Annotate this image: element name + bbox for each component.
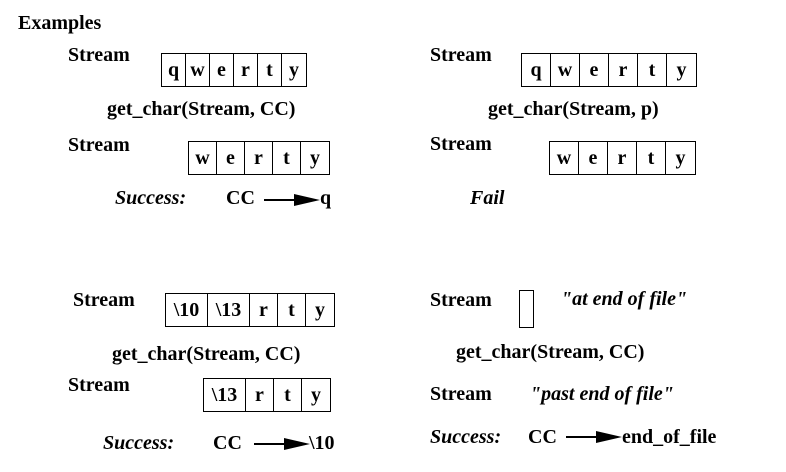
stream-cell: r [609,54,638,86]
stream-cell: y [289,58,299,81]
stream-label-3b: Stream [68,374,130,396]
note-past-end: "past end of file" [530,383,674,405]
stream-cell: t [638,54,667,86]
call-3: get_char(Stream, CC) [112,343,301,365]
stream-cell: q [162,54,186,86]
status-4: Success: [430,426,502,448]
stream-cell: y [675,146,686,169]
arrow-icon-4 [566,431,622,443]
stream-cell: w [551,54,580,86]
stream-cell: e [217,142,245,174]
stream-cell: y [311,383,321,406]
var-3: CC [213,432,242,454]
stream-cell: w [189,142,217,174]
stream-cell: t [258,54,282,86]
call-1: get_char(Stream, CC) [107,98,296,120]
stream-label-2a: Stream [430,44,492,66]
stream-label-3a: Stream [73,289,135,311]
empty-stream-box [519,290,534,328]
stream-cell: r [234,54,258,86]
stream-cell: t [274,379,302,411]
stream-cell: w [550,142,579,174]
stream-cell: \13 [204,379,246,411]
status-3: Success: [103,432,175,454]
result-3: \10 [309,432,335,454]
stream-cell: r [246,379,274,411]
arrow-icon-3 [254,438,310,450]
result-4: end_of_file [622,426,717,448]
stream-cell: w [186,54,210,86]
stream-cell: t [273,142,301,174]
stream-cell: t [637,142,666,174]
note-at-end: "at end of file" [561,288,688,310]
stream-label-4b: Stream [430,383,492,405]
arrow-icon-1 [264,194,320,206]
stream-label-2b: Stream [430,133,492,155]
stream-cell: \10 [166,294,208,326]
stream-label-1b: Stream [68,134,130,156]
stream-cell: \13 [208,294,250,326]
stream-cell: e [210,54,234,86]
stream-cell: y [676,58,687,81]
stream-cell: e [580,54,609,86]
stream-cell: r [245,142,273,174]
stream-cell: y [310,146,320,169]
stream-cell: t [278,294,306,326]
call-4: get_char(Stream, CC) [456,341,645,363]
stream-cell: r [608,142,637,174]
stream-cell: e [579,142,608,174]
stream-label-1a: Stream [68,44,130,66]
stream-label-4a: Stream [430,289,492,311]
status-2: Fail [470,187,505,209]
stream-cell: r [250,294,278,326]
var-1: CC [226,187,255,209]
page-title: Examples [18,12,102,34]
stream-cell: y [315,298,325,321]
stream-cell: q [522,54,551,86]
var-4: CC [528,426,557,448]
status-1: Success: [115,187,187,209]
result-1: q [320,187,332,209]
call-2: get_char(Stream, p) [488,98,659,120]
